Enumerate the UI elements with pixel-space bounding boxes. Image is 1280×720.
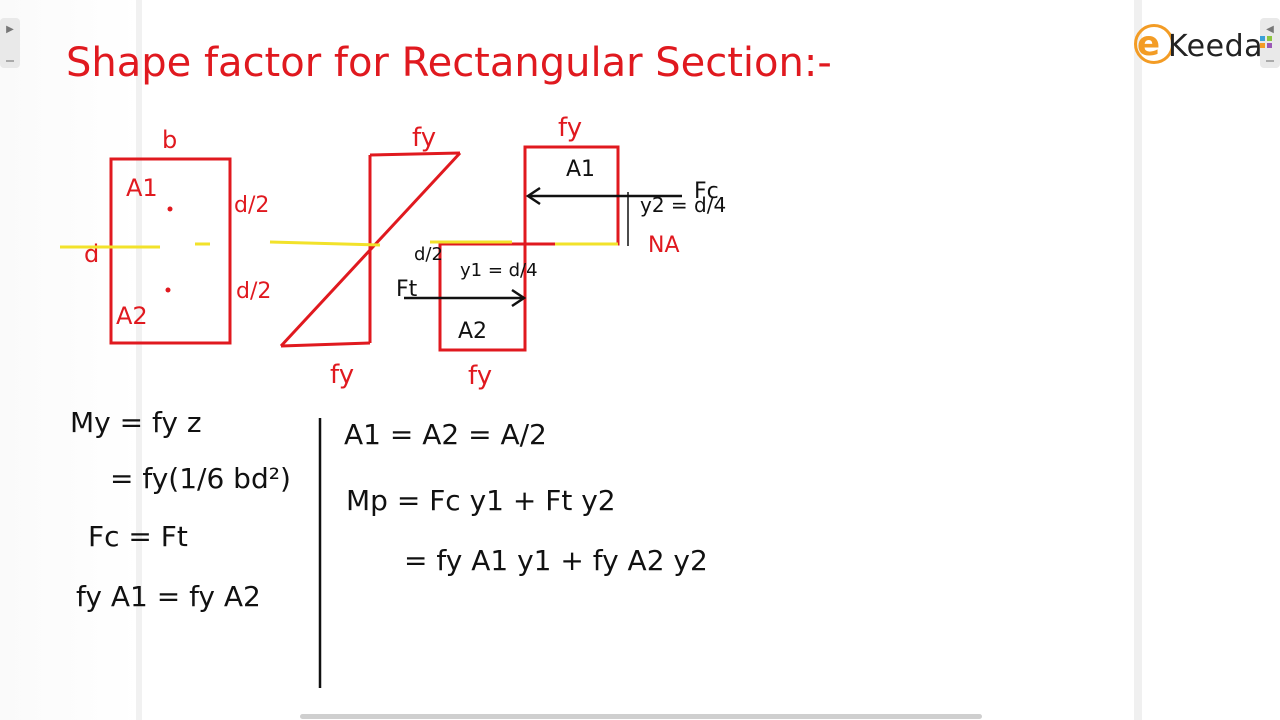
stress-top-label: fy: [412, 123, 436, 153]
logo-dot-icon: [1260, 36, 1265, 41]
depth-label: d: [84, 240, 99, 268]
horizontal-scrollbar[interactable]: [300, 714, 982, 719]
equations-right: A1 = A2 = A/2 Mp = Fc y1 + Ft y2 = fy A1…: [344, 418, 708, 577]
logo-ring-icon: [1134, 24, 1174, 64]
stress-neutral-axis: [269, 240, 381, 247]
dash-icon: [6, 60, 14, 62]
width-label: b: [162, 126, 177, 154]
triangle-left-icon: ◀: [1266, 24, 1274, 35]
equation-line: = fy A1 y1 + fy A2 y2: [404, 544, 708, 577]
centroid-a1-dot: [167, 206, 173, 212]
page-title: Shape factor for Rectangular Section:-: [66, 40, 832, 86]
stress-diagonal: [279, 151, 462, 348]
force-ft-label: Ft: [396, 277, 418, 302]
force-top-label: fy: [558, 113, 582, 143]
left-collapse-tab[interactable]: ▶: [0, 18, 20, 68]
left-panel: [0, 0, 142, 720]
force-diagram: fy fy A1 A2 Fc Ft y2 = d/4 y1 = d/4 d/2 …: [396, 113, 726, 391]
force-fc-label: Fc: [694, 179, 719, 204]
compression-arrowhead-icon: [525, 186, 541, 206]
logo-e-icon: e: [1137, 24, 1161, 64]
lever-arm-y2-label: y2 = d/4: [640, 193, 726, 217]
force-bottom-label: fy: [468, 361, 492, 391]
ekeeda-logo: e Keeda: [1124, 12, 1280, 84]
half-depth-bottom-label: d/2: [236, 279, 271, 304]
neutral-axis-label: NA: [648, 233, 680, 258]
dash-icon: [1266, 60, 1274, 62]
logo-dot-icon: [1267, 36, 1272, 41]
centroid-a2-dot: [165, 287, 171, 293]
logo-dot-icon: [1267, 43, 1272, 48]
stress-top-edge: [369, 151, 461, 157]
half-depth-top-label: d/2: [234, 193, 269, 218]
lever-arm-y1-label: y1 = d/4: [460, 260, 538, 281]
equation-line: Mp = Fc y1 + Ft y2: [346, 484, 616, 517]
equation-line: fy A1 = fy A2: [76, 580, 261, 613]
right-panel-edge: [1134, 0, 1142, 720]
equation-line: A1 = A2 = A/2: [344, 418, 547, 451]
section-rectangle: [109, 157, 232, 345]
cross-section: b d d/2 d/2 A1 A2: [60, 126, 271, 345]
tension-arrowhead-icon: [511, 288, 527, 308]
equation-line: Fc = Ft: [88, 520, 188, 553]
equation-line: = fy(1/6 bd²): [110, 462, 291, 495]
stress-bottom-label: fy: [330, 360, 354, 390]
triangle-right-icon: ▶: [6, 24, 14, 35]
logo-dot-icon: [1260, 43, 1265, 48]
logo-wordmark: Keeda: [1168, 29, 1264, 64]
left-panel-edge: [136, 0, 142, 720]
area-a2-label: A2: [116, 302, 148, 330]
equation-line: My = fy z: [70, 406, 202, 439]
stress-bottom-edge: [280, 341, 371, 348]
force-half-depth-label: d/2: [414, 244, 443, 265]
force-area-a1-label: A1: [566, 157, 595, 182]
stress-diagram: fy fy: [269, 123, 462, 390]
force-area-a2-label: A2: [458, 319, 487, 344]
equations-left: My = fy z = fy(1/6 bd²) Fc = Ft fy A1 = …: [70, 406, 291, 613]
area-a1-label: A1: [126, 174, 158, 202]
